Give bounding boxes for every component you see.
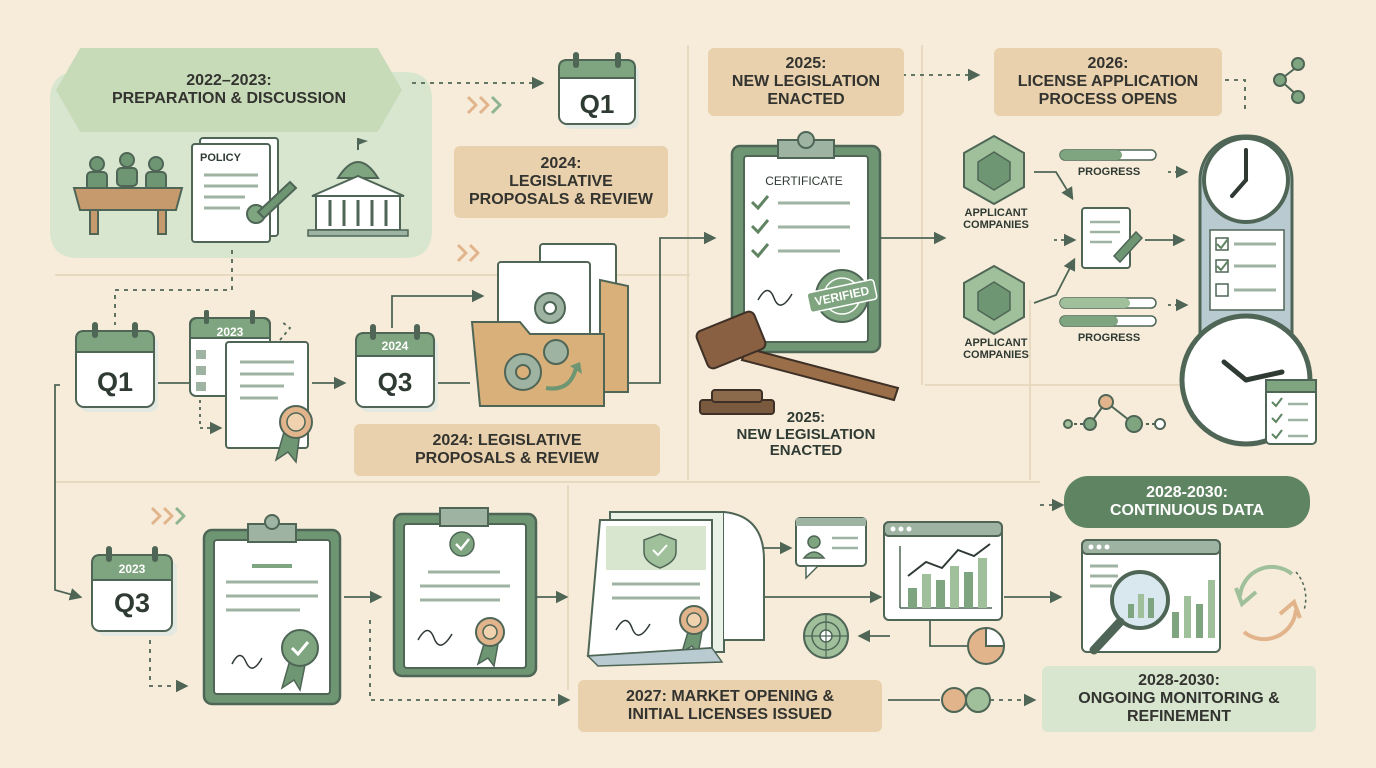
progress-label-2: PROGRESS [1077,331,1141,344]
clock-checklist-panel [1179,134,1317,447]
license-scroll-icon [586,511,765,667]
applicant-company-icon-2 [963,264,1025,336]
calendar-icon-q1: Q1 [75,322,158,412]
pie-chart-icon [967,626,1006,665]
share-icon [1273,57,1305,104]
applicant-company-icon-1 [963,134,1025,206]
folder-gears-icon [470,243,629,407]
target-icon [803,613,849,659]
label-2024-top: 2024: LEGISLATIVE PROPOSALS & REVIEW [454,146,668,218]
calendar-q3-bottom-label: Q3 [114,588,150,618]
calendar-icon-2023-q3: 2023 Q3 [91,546,177,636]
certificate-title: CERTIFICATE [765,174,843,188]
chevron-icons [150,95,502,526]
application-form-icon [1081,207,1144,269]
label-2028-bottom: 2028-2030: ONGOING MONITORING & REFINEME… [1042,666,1316,732]
calendar-q1-label: Q1 [97,367,133,397]
progress-bars [1059,149,1157,327]
policy-label: POLICY [200,151,241,164]
monitoring-window-icon [1081,539,1221,655]
label-2024-bottom: 2024: LEGISLATIVE PROPOSALS & REVIEW [354,424,660,476]
analytics-window-icon [883,521,1003,621]
label-2026: 2026: LICENSE APPLICATION PROCESS OPENS [994,48,1222,116]
network-nodes-icon [1063,394,1166,433]
calendar-icon-top-q1: Q1 [558,52,639,129]
gavel-icon [695,310,900,415]
calendar-top-q1-label: Q1 [580,89,615,119]
title-2022-2023: 2022–2023: PREPARATION & DISCUSSION [56,48,402,132]
label-2028-top: 2028-2030: CONTINUOUS DATA [1064,476,1310,528]
calendar-2024-year: 2024 [382,339,409,353]
approval-clipboard-icon [202,514,342,706]
refresh-cycle-icon [1234,564,1307,642]
calendar-q3-label: Q3 [378,367,413,397]
meeting-people-icon [72,152,184,235]
progress-label-1: PROGRESS [1077,165,1141,178]
calendar-icon-2024-q3: 2024 Q3 [355,324,438,412]
calendar-2023-year: 2023 [217,325,244,339]
signed-document-icon [392,507,538,678]
label-2025-top: 2025: NEW LEGISLATION ENACTED [708,48,904,116]
connector-dots [941,687,991,713]
label-2027: 2027: MARKET OPENING & INITIAL LICENSES … [578,680,882,732]
applicant-label-2: APPLICANT COMPANIES [963,336,1029,361]
document-2023-icon: 2023 [189,310,313,464]
government-building-icon [307,138,409,237]
label-2025-bottom: 2025: NEW LEGISLATION ENACTED [736,408,876,460]
profile-card-icon [795,517,867,580]
applicant-label-1: APPLICANT COMPANIES [963,206,1029,231]
certificate-clipboard-icon: CERTIFICATE VERIFIED [730,131,882,354]
policy-document-icon [191,137,298,243]
calendar-2023-bottom-year: 2023 [119,562,146,576]
